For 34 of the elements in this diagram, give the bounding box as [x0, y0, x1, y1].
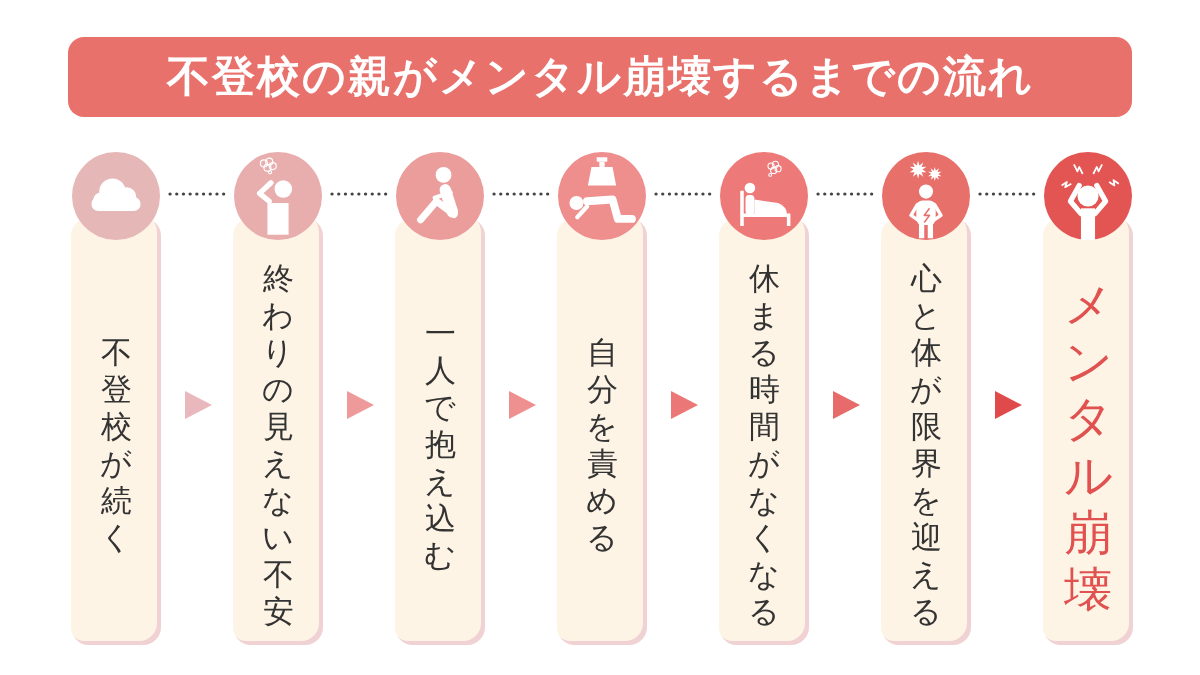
sitting-person-icon — [396, 152, 484, 240]
arrow — [347, 391, 374, 419]
step-box — [1043, 218, 1133, 645]
dotted-line — [978, 192, 1036, 196]
step-label: 一人で抱え込む — [423, 315, 457, 574]
step-label: 休まる時間がなくなる — [747, 259, 781, 630]
arrow — [833, 391, 860, 419]
dotted-line — [654, 192, 712, 196]
step-label: 心と体が限界を迎える — [909, 259, 943, 630]
dotted-line — [816, 192, 874, 196]
arrow — [671, 391, 698, 419]
arrow — [509, 391, 536, 419]
arrow — [995, 391, 1022, 419]
person-in-bed-icon — [720, 152, 808, 240]
person-with-stars-icon — [882, 152, 970, 240]
dotted-line — [168, 192, 226, 196]
step-label: 不登校が続く — [99, 333, 133, 556]
step-box — [557, 218, 647, 645]
arrow — [185, 391, 212, 419]
thinking-person-icon — [234, 152, 322, 240]
step-box — [233, 218, 323, 645]
step-label: 自分を責める — [585, 333, 619, 556]
step-box — [395, 218, 485, 645]
step-label: メンタル崩壊 — [1062, 275, 1114, 618]
step-box — [71, 218, 161, 645]
step-box — [881, 218, 971, 645]
person-holding-head-icon — [1044, 152, 1132, 240]
step-box — [719, 218, 809, 645]
title-banner: 不登校の親がメンタル崩壊するまでの流れ — [68, 37, 1132, 117]
crushed-person-icon — [558, 152, 646, 240]
cloud-icon — [72, 152, 160, 240]
dotted-line — [492, 192, 550, 196]
step-label: 終わりの見えない不安 — [261, 259, 295, 630]
dotted-line — [330, 192, 388, 196]
